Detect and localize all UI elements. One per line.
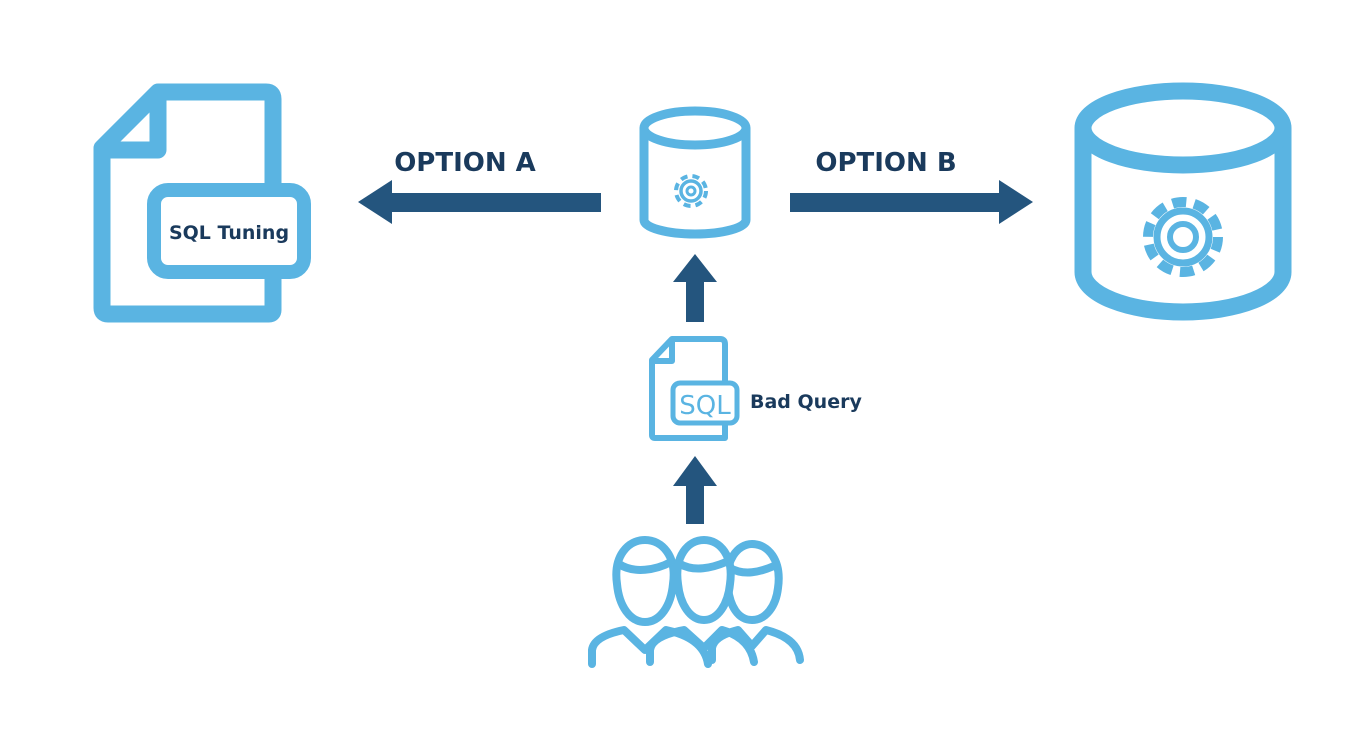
- users-group-icon: [588, 536, 804, 668]
- up-arrow-to-query: [673, 456, 717, 524]
- user-icon-left: [588, 536, 712, 668]
- option-a-label: OPTION A: [394, 148, 536, 178]
- sql-badge-label: SQL: [679, 391, 731, 421]
- small-database-icon: [639, 106, 751, 239]
- large-gear-icon: [1143, 197, 1223, 277]
- up-arrow-to-database: [673, 254, 717, 322]
- large-database-icon: [1074, 82, 1292, 321]
- option-b-arrow: [790, 180, 1033, 224]
- bad-query-label: Bad Query: [750, 391, 862, 413]
- bad-query-file-icon: SQL: [649, 336, 740, 441]
- small-gear-icon: [674, 174, 708, 208]
- sql-tuning-box: [147, 183, 311, 279]
- sql-tuning-label: SQL Tuning: [169, 222, 289, 244]
- option-b-label: OPTION B: [815, 148, 956, 178]
- sql-badge: [670, 380, 740, 426]
- option-a-arrow: [358, 180, 601, 224]
- sql-tuning-document-icon: SQL Tuning: [93, 83, 311, 323]
